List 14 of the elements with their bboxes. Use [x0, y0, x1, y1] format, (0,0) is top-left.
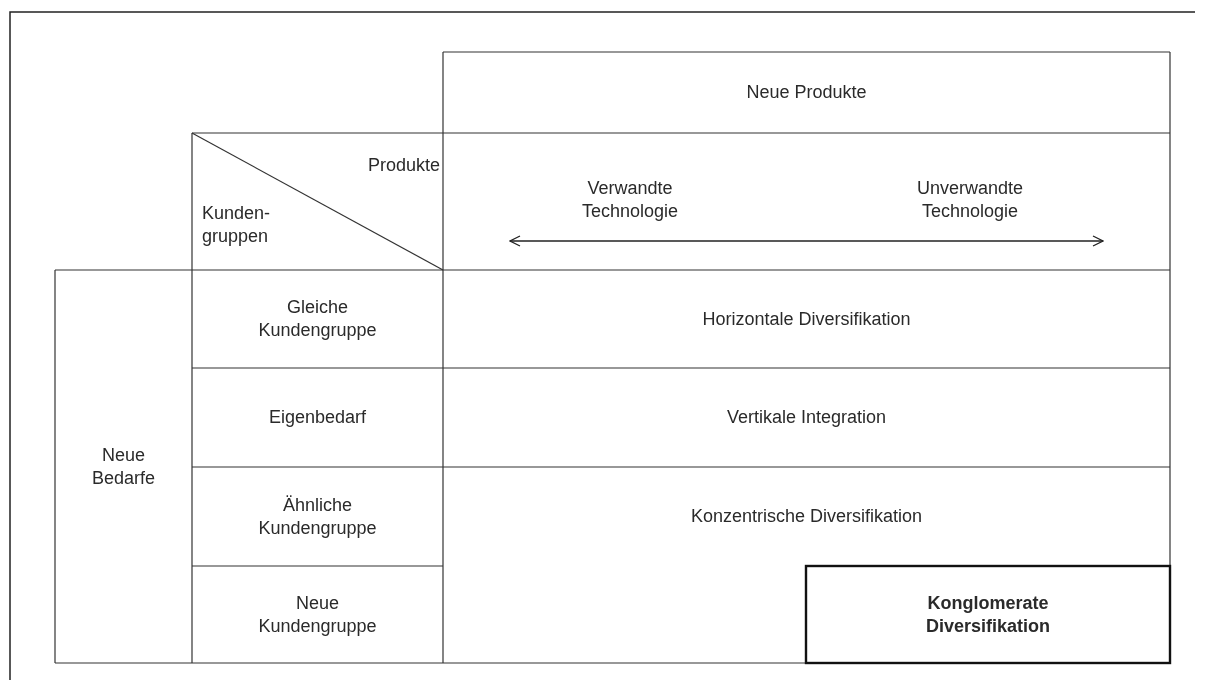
column-heading: Produkte: [367, 153, 440, 177]
row-heading: Gleiche Kundengruppe: [257, 296, 378, 342]
axis-label: Unverwandte Technologie: [915, 177, 1025, 223]
row-heading: Eigenbedarf: [268, 406, 367, 429]
row-heading: Kunden- gruppen: [202, 202, 272, 248]
strategy-label: Vertikale Integration: [726, 406, 887, 429]
axis-label: Verwandte Technologie: [580, 177, 680, 223]
strategy-label: Konzentrische Diversifikation: [690, 505, 923, 528]
strategy-label: Konglomerate Diversifikation: [924, 591, 1051, 638]
row-heading: Ähnliche Kundengruppe: [257, 493, 378, 540]
strategy-label: Horizontale Diversifikation: [702, 307, 911, 331]
column-heading: Neue Produkte: [746, 81, 867, 104]
row-heading: Neue Kundengruppe: [257, 591, 378, 638]
row-heading: Neue Bedarfe: [90, 443, 156, 490]
